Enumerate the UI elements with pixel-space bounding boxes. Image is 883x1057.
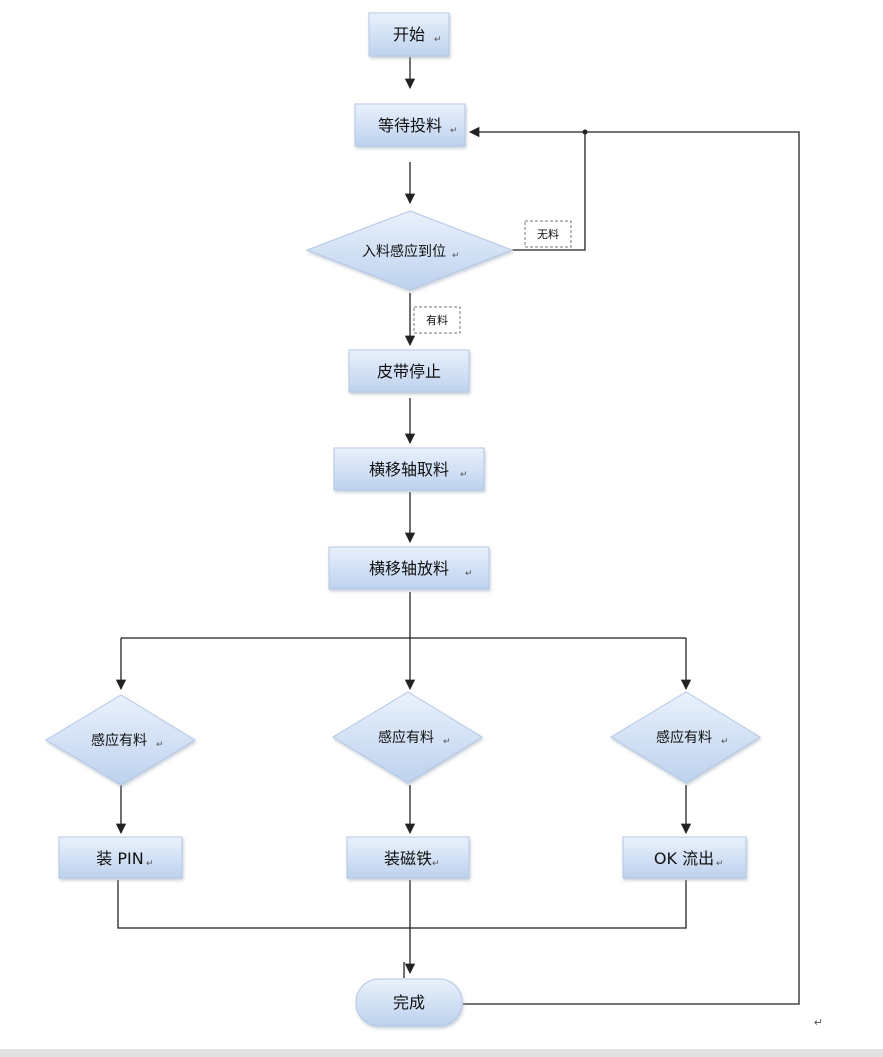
sense-right-diamond [610,691,761,784]
node-ok-out: OK 流出 [622,836,747,879]
paragraph-marks: ↵ ↵ ↵ ↵ ↵ ↵ ↵ ↵ ↵ ↵ ↵ [146,35,729,869]
paragraph-mark-place: ↵ [465,569,473,579]
install-pin-label: 装 PIN [96,849,143,868]
paragraph-mark-sense-mid: ↵ [443,737,451,747]
paragraph-mark-pin: ↵ [146,859,154,869]
install-magnet-label: 装磁铁 [384,849,432,868]
node-sense-mid: 感应有料 [332,691,483,784]
install-magnet-box [346,836,470,879]
node-sense-right: 感应有料 [610,691,761,784]
paragraph-mark-ok: ↵ [716,859,724,869]
sense-right-label: 感应有料 [656,729,712,746]
connectors [115,57,800,1005]
sense-mid-diamond [332,691,483,784]
has-material-box [413,306,461,334]
start-label: 开始 [393,25,425,44]
node-feed-sense: 入料感应到位 [305,210,514,291]
node-belt-stop: 皮带停止 [348,349,470,393]
node-install-magnet: 装磁铁 [346,836,470,879]
feed-sense-diamond [305,210,514,291]
belt-stop-box [348,349,470,393]
bottom-bar [0,1049,883,1057]
line-done-loop-back [463,131,800,1005]
paragraph-mark-pick: ↵ [460,470,468,480]
paragraph-mark-magnet: ↵ [432,859,440,869]
node-start: 开始 [368,12,450,57]
paragraph-mark-sense-right: ↵ [721,737,729,747]
ok-out-box [622,836,747,879]
node-sense-left: 感应有料 [45,694,196,786]
label-has-material: 有料 [413,306,461,334]
page-paragraph-mark: ↵ [813,1016,823,1029]
line-merge [117,880,687,929]
paragraph-mark-wait: ↵ [450,126,458,136]
sense-mid-label: 感应有料 [378,729,434,746]
feed-sense-label: 入料感应到位 [362,243,446,260]
place-box [328,546,490,590]
done-label: 完成 [393,993,425,1012]
sense-left-label: 感应有料 [91,732,147,749]
node-wait-feed: 等待投料 [354,103,466,147]
wait-feed-box [354,103,466,147]
node-install-pin: 装 PIN [58,836,183,879]
line-no-material [512,132,586,251]
pick-label: 横移轴取料 [369,460,449,479]
pick-box [333,447,485,491]
install-pin-box [58,836,183,879]
label-no-material: 无料 [524,220,572,248]
paragraph-mark-start: ↵ [434,35,442,45]
node-place: 横移轴放料 [328,546,490,590]
belt-stop-label: 皮带停止 [377,362,441,381]
sense-left-diamond [45,694,196,786]
node-done: 完成 [355,978,463,1027]
has-material-text: 有料 [426,313,448,327]
wait-feed-label: 等待投料 [378,116,442,135]
place-label: 横移轴放料 [369,559,449,578]
paragraph-mark-sense: ↵ [452,251,460,261]
no-material-box [524,220,572,248]
no-material-text: 无料 [537,227,559,241]
ok-out-label: OK 流出 [654,849,714,868]
done-terminator [355,978,463,1027]
paragraph-mark-sense-left: ↵ [156,740,164,750]
junction-dot [582,129,588,135]
node-pick: 横移轴取料 [333,447,485,491]
start-box [368,12,450,57]
